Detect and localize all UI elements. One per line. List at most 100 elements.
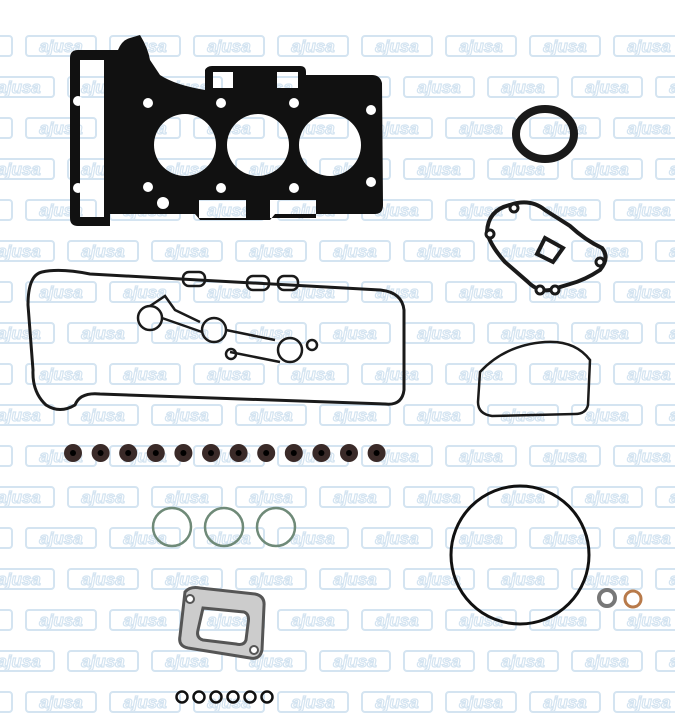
watermark-text: ajusa (333, 406, 376, 425)
watermark-text: ajusa (123, 283, 166, 302)
watermark-text: ajusa (417, 570, 460, 589)
watermark-text: ajusa (375, 37, 418, 56)
watermark-text: ajusa (81, 324, 124, 343)
watermark-text: ajusa (165, 570, 208, 589)
watermark-text: ajusa (501, 78, 544, 97)
water-pump-gasket (484, 200, 608, 293)
watermark-text: ajusa (165, 324, 208, 343)
sealing-ring-copper (623, 589, 643, 609)
watermark-text: ajusa (417, 160, 460, 179)
small-o-ring (260, 690, 274, 704)
watermark-text: ajusa (375, 365, 418, 384)
watermark-text: ajusa (333, 242, 376, 261)
watermark-logo: ajusa (655, 240, 675, 262)
watermark-text: ajusa (123, 529, 166, 548)
watermark-text: ajusa (585, 488, 628, 507)
watermark-text: ajusa (39, 37, 82, 56)
watermark-text: ajusa (459, 693, 502, 712)
watermark-logo: ajusa (529, 527, 601, 549)
watermark-text: ajusa (627, 447, 670, 466)
watermark-text: ajusa (123, 365, 166, 384)
watermark-logo: ajusa (235, 404, 307, 426)
watermark-logo: ajusa (0, 609, 13, 631)
watermark-text: ajusa (39, 693, 82, 712)
watermark-text: ajusa (459, 283, 502, 302)
small-o-ring (209, 690, 223, 704)
watermark-text: ajusa (207, 365, 250, 384)
watermark-text: ajusa (333, 488, 376, 507)
watermark-text: ajusa (375, 283, 418, 302)
watermark-text: ajusa (543, 529, 586, 548)
watermark-text: ajusa (123, 611, 166, 630)
watermark-logo: ajusa (403, 76, 475, 98)
watermark-text: ajusa (0, 488, 41, 507)
watermark-text: ajusa (501, 324, 544, 343)
watermark-text: ajusa (543, 37, 586, 56)
watermark-text: ajusa (459, 37, 502, 56)
watermark-text: ajusa (0, 78, 41, 97)
watermark-logo: ajusa (0, 240, 55, 262)
watermark-logo: ajusa (151, 240, 223, 262)
watermark-text: ajusa (627, 693, 670, 712)
watermark-text: ajusa (375, 119, 418, 138)
watermark-text: ajusa (669, 652, 675, 671)
watermark-logo: ajusa (0, 76, 55, 98)
watermark-text: ajusa (0, 570, 41, 589)
watermark-logo: ajusa (193, 363, 265, 385)
watermark-logo: ajusa (403, 158, 475, 180)
watermark-text: ajusa (291, 693, 334, 712)
watermark-text: ajusa (375, 201, 418, 220)
watermark-text: ajusa (39, 365, 82, 384)
watermark-text: ajusa (333, 652, 376, 671)
watermark-logo: ajusa (25, 527, 97, 549)
watermark-logo: ajusa (361, 609, 433, 631)
watermark-logo: ajusa (487, 322, 559, 344)
watermark-logo: ajusa (0, 691, 13, 713)
watermark-text: ajusa (207, 693, 250, 712)
watermark-logo: ajusa (109, 363, 181, 385)
watermark-logo: ajusa (445, 281, 517, 303)
watermark-logo: ajusa (0, 486, 55, 508)
valve-stem-seal-bore (373, 450, 380, 456)
watermark-text: ajusa (0, 406, 41, 425)
watermark-logo: ajusa (25, 691, 97, 713)
watermark-logo: ajusa (319, 404, 391, 426)
watermark-text: ajusa (585, 78, 628, 97)
small-o-ring (175, 690, 189, 704)
watermark-logo: ajusa (151, 404, 223, 426)
watermark-logo: ajusa (25, 35, 97, 57)
watermark-text: ajusa (669, 570, 675, 589)
watermark-logo: ajusa (571, 76, 643, 98)
watermark-text: ajusa (375, 611, 418, 630)
watermark-logo: ajusa (109, 609, 181, 631)
watermark-logo: ajusa (0, 568, 55, 590)
watermark-logo: ajusa (0, 650, 55, 672)
watermark-text: ajusa (501, 242, 544, 261)
watermark-logo: ajusa (655, 322, 675, 344)
o-ring (203, 506, 245, 548)
valve-stem-seal-bore (152, 450, 159, 456)
watermark-text: ajusa (459, 611, 502, 630)
watermark-text: ajusa (249, 242, 292, 261)
watermark-text: ajusa (501, 652, 544, 671)
watermark-logo: ajusa (571, 158, 643, 180)
watermark-logo: ajusa (487, 650, 559, 672)
watermark-text: ajusa (81, 242, 124, 261)
watermark-logo: ajusa (613, 527, 675, 549)
watermark-logo: ajusa (193, 527, 265, 549)
watermark-logo: ajusa (67, 404, 139, 426)
watermark-text: ajusa (375, 529, 418, 548)
watermark-text: ajusa (0, 652, 41, 671)
watermark-logo: ajusa (361, 363, 433, 385)
watermark-logo: ajusa (403, 240, 475, 262)
watermark-logo: ajusa (403, 404, 475, 426)
watermark-logo: ajusa (487, 158, 559, 180)
small-o-rings (175, 690, 274, 704)
watermark-logo: ajusa (25, 609, 97, 631)
watermark-text: ajusa (501, 160, 544, 179)
watermark-text: ajusa (39, 283, 82, 302)
watermark-logo: ajusa (403, 486, 475, 508)
watermark-text: ajusa (165, 406, 208, 425)
watermark-text: ajusa (627, 37, 670, 56)
watermark-text: ajusa (291, 529, 334, 548)
